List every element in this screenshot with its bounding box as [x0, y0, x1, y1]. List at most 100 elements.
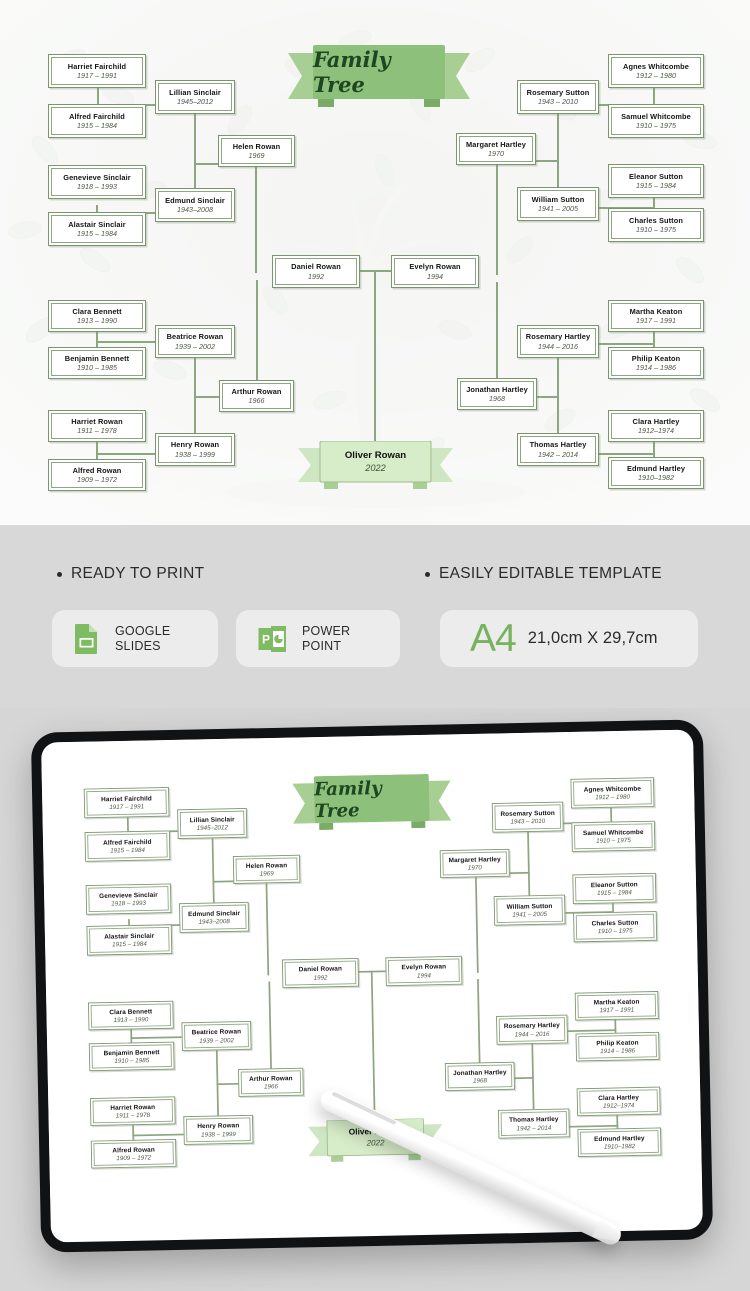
root-person-name: Oliver Rowan — [344, 450, 407, 461]
root-ribbon[interactable]: Oliver Rowan 2022 — [298, 441, 453, 489]
tablet-screen: Harriet Fairchild 1917 – 1991 Alfred Fai… — [41, 729, 703, 1243]
feature-band: READY TO PRINT EASILY EDITABLE TEMPLATE … — [0, 525, 750, 708]
person-node[interactable]: Lillian Sinclair 1945–2012 — [155, 80, 235, 114]
person-node[interactable]: Martha Keaton 1917 – 1991 — [608, 300, 704, 332]
connector — [653, 438, 655, 472]
person-node[interactable]: Benjamin Bennett 1910 – 1985 — [48, 347, 146, 379]
person-dates: 1918 – 1993 — [77, 182, 117, 192]
person-name: Martha Keaton — [629, 306, 683, 316]
chip-power-point[interactable]: P POWER POINT — [236, 610, 400, 667]
person-node[interactable]: Edmund Hartley 1910–1982 — [577, 1127, 662, 1158]
person-node[interactable]: Clara Hartley 1912–1974 — [608, 410, 704, 442]
person-node[interactable]: Martha Keaton 1917 – 1991 — [574, 991, 659, 1021]
person-node[interactable]: Agnes Whitcombe 1912 – 1980 — [608, 54, 704, 88]
person-node[interactable]: Clara Bennett 1913 – 1990 — [88, 1000, 174, 1031]
person-node[interactable]: Beatrice Rowan 1939 – 2002 — [155, 325, 235, 358]
person-dates: 1914 – 1986 — [600, 1046, 636, 1055]
person-node[interactable]: Evelyn Rowan 1994 — [385, 955, 463, 987]
person-node[interactable]: Margaret Hartley 1970 — [439, 848, 510, 879]
connector — [96, 453, 158, 455]
person-node[interactable]: Edmund Sinclair 1943–2008 — [155, 188, 235, 222]
person-name: Beatrice Rowan — [166, 332, 224, 342]
person-dates: 1992 — [313, 972, 328, 982]
family-tree-diagram: Harriet Fairchild 1917 – 1991 Alfred Fai… — [0, 0, 750, 525]
person-node[interactable]: Charles Sutton 1910 – 1975 — [608, 208, 704, 242]
person-node[interactable]: Jonathan Hartley 1968 — [444, 1061, 515, 1091]
person-name: Jonathan Hartley — [452, 1067, 507, 1077]
person-dates: 1913 – 1990 — [113, 1015, 149, 1024]
person-node[interactable]: Henry Rowan 1938 – 1999 — [155, 433, 235, 466]
person-dates: 1942 – 2014 — [538, 449, 578, 459]
connector — [355, 270, 395, 272]
person-node[interactable]: Alastair Sinclair 1915 – 1984 — [48, 212, 146, 246]
person-node[interactable]: Thomas Hartley 1942 – 2014 — [517, 433, 599, 466]
person-dates: 1909 – 1972 — [77, 475, 117, 485]
person-node[interactable]: Arthur Rowan 1966 — [238, 1067, 304, 1097]
person-node[interactable]: Harriet Fairchild 1917 – 1991 — [83, 786, 170, 819]
person-name: Rosemary Hartley — [525, 332, 591, 342]
person-node[interactable]: Alfred Fairchild 1915 – 1984 — [48, 104, 146, 138]
person-node[interactable]: Daniel Rowan 1992 — [281, 957, 359, 989]
person-node[interactable]: Lillian Sinclair 1945–2012 — [177, 808, 248, 839]
person-dates: 1915 – 1984 — [77, 121, 117, 131]
person-node[interactable]: Evelyn Rowan 1994 — [391, 255, 479, 288]
person-node[interactable]: Philip Keaton 1914 – 1986 — [608, 347, 704, 379]
person-node[interactable]: Harriet Fairchild 1917 – 1991 — [48, 54, 146, 88]
person-node[interactable]: Thomas Hartley 1942 – 2014 — [497, 1108, 570, 1139]
person-node[interactable]: William Sutton 1941 – 2005 — [493, 894, 566, 926]
person-dates: 1912 – 1980 — [595, 792, 630, 802]
person-dates: 1910 – 1975 — [597, 926, 633, 935]
person-name: Rosemary Sutton — [500, 808, 555, 818]
person-node[interactable]: Alastair Sinclair 1915 – 1984 — [86, 924, 173, 956]
person-node[interactable]: Charles Sutton 1910 – 1975 — [573, 911, 658, 943]
person-dates: 1945–2012 — [177, 97, 213, 107]
svg-text:P: P — [262, 632, 270, 646]
person-node[interactable]: Jonathan Hartley 1968 — [457, 378, 537, 410]
person-node[interactable]: Helen Rowan 1969 — [218, 135, 295, 167]
person-node[interactable]: Alfred Fairchild 1915 – 1984 — [84, 830, 171, 862]
person-dates: 1915 – 1984 — [596, 888, 632, 897]
person-node[interactable]: Alfred Rowan 1909 – 1972 — [48, 459, 146, 491]
person-node[interactable]: Agnes Whitcombe 1912 – 1980 — [570, 777, 655, 809]
person-name: Rosemary Sutton — [526, 87, 590, 97]
person-node[interactable]: Samuel Whitcombe 1910 – 1975 — [608, 104, 704, 138]
person-node[interactable]: Eleanor Sutton 1915 – 1984 — [572, 872, 657, 905]
person-node[interactable]: Beatrice Rowan 1939 – 2002 — [181, 1020, 252, 1052]
person-name: Harriet Fairchild — [101, 794, 152, 803]
person-node[interactable]: Daniel Rowan 1992 — [272, 255, 360, 288]
person-node[interactable]: Clara Bennett 1913 – 1990 — [48, 300, 146, 332]
person-dates: 1941 – 2005 — [538, 204, 578, 214]
person-node[interactable]: Arthur Rowan 1966 — [219, 380, 294, 412]
person-node[interactable]: Clara Hartley 1912–1974 — [576, 1086, 661, 1117]
person-node[interactable]: Rosemary Sutton 1943 – 2010 — [491, 801, 564, 833]
person-node[interactable]: Rosemary Hartley 1944 – 2016 — [496, 1014, 568, 1045]
person-node[interactable]: Henry Rowan 1938 – 1999 — [183, 1114, 254, 1145]
person-name: Rosemary Hartley — [503, 1021, 560, 1031]
person-dates: 1917 – 1991 — [636, 316, 676, 326]
person-node[interactable]: Benjamin Bennett 1910 – 1985 — [88, 1041, 175, 1072]
person-node[interactable]: Samuel Whitcombe 1910 – 1975 — [571, 820, 656, 852]
person-node[interactable]: Margaret Hartley 1970 — [456, 133, 536, 165]
chip-page-size[interactable]: A4 21,0cm X 29,7cm — [440, 610, 698, 667]
person-name: Alfred Rowan — [72, 465, 122, 475]
person-dates: 1910 – 1985 — [114, 1056, 150, 1065]
person-node[interactable]: Genevieve Sinclair 1918 – 1993 — [85, 883, 172, 915]
person-node[interactable]: Rosemary Sutton 1943 – 2010 — [517, 80, 599, 114]
person-node[interactable]: Genevieve Sinclair 1918 – 1993 — [48, 165, 146, 199]
person-node[interactable]: Harriet Rowan 1911 – 1978 — [48, 410, 146, 442]
person-node[interactable]: William Sutton 1941 – 2005 — [517, 187, 599, 221]
person-node[interactable]: Edmund Hartley 1910–1982 — [608, 457, 704, 489]
person-node[interactable]: Rosemary Hartley 1944 – 2016 — [517, 325, 599, 358]
person-node[interactable]: Helen Rowan 1969 — [232, 854, 301, 884]
person-node[interactable]: Edmund Sinclair 1943–2008 — [179, 901, 250, 933]
person-node[interactable]: Harriet Rowan 1911 – 1978 — [89, 1096, 176, 1126]
bullet-icon — [425, 571, 430, 577]
person-node[interactable]: Alfred Rowan 1909 – 1972 — [90, 1138, 177, 1169]
person-node[interactable]: Eleanor Sutton 1915 – 1984 — [608, 164, 704, 198]
bullet-icon — [57, 571, 62, 577]
chip-label: POWER POINT — [302, 624, 350, 654]
connector — [595, 343, 655, 345]
person-name: Helen Rowan — [232, 141, 281, 151]
person-node[interactable]: Philip Keaton 1914 – 1986 — [575, 1031, 660, 1062]
chip-google-slides[interactable]: GOOGLE SLIDES — [52, 610, 218, 667]
